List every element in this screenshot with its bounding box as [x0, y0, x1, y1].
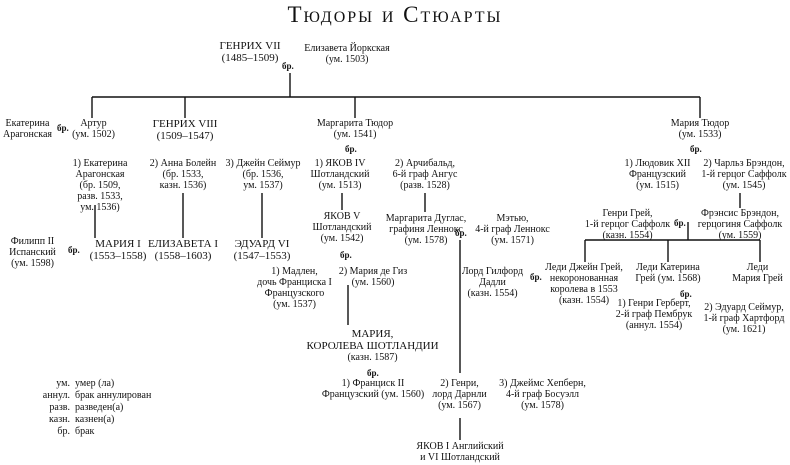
- marriage-mark: бр.: [282, 61, 294, 71]
- person-archibald: 2) Арчибальд,6-й граф Ангус(разв. 1528): [392, 158, 458, 191]
- page-title: Тюдоры и Стюарты: [287, 2, 503, 27]
- marriage-mark: бр.: [68, 245, 80, 255]
- legend-text: умер (ла): [75, 378, 115, 389]
- person-mary1: МАРИЯ I(1553–1558): [89, 238, 147, 262]
- person-margaret-douglas: Маргарита Дуглас,графиня Леннокс(ум. 157…: [385, 213, 467, 246]
- marriage-mark: бр.: [680, 289, 692, 299]
- marriage-mark: бр.: [57, 123, 69, 133]
- person-edward-seymour: 2) Эдуард Сеймур,1-й граф Хартфорд(ум. 1…: [703, 302, 785, 335]
- person-matthew-lennox: Мэтью,4-й граф Леннокс(ум. 1571): [475, 213, 550, 246]
- legend-text: казнен(а): [75, 414, 115, 425]
- person-mary-guise: 2) Мария де Гиз(ум. 1560): [338, 266, 408, 288]
- legend-text: брак: [75, 426, 95, 437]
- marriage-mark: бр.: [530, 272, 542, 282]
- person-mary-queen-of-scots: МАРИЯ,КОРОЛЕВА ШОТЛАНДИИ(казн. 1587): [306, 328, 439, 363]
- person-mary-tudor: Мария Тюдор(ум. 1533): [670, 118, 730, 140]
- marriage-mark: бр.: [674, 218, 686, 228]
- legend-abbr: казн.: [49, 414, 70, 425]
- person-henry-herbert: 1) Генри Герберт,2-й граф Пембрук(аннул.…: [615, 298, 693, 331]
- legend-text: брак аннулирован: [75, 390, 152, 401]
- person-bothwell: 3) Джеймс Хепберн,4-й граф Босуэлл(ум. 1…: [499, 378, 586, 411]
- marriage-mark: бр.: [690, 144, 702, 154]
- legend-abbr: аннул.: [42, 390, 70, 401]
- marriage-mark: бр.: [455, 228, 467, 238]
- person-elizabeth1: ЕЛИЗАВЕТА I(1558–1603): [147, 238, 219, 262]
- legend-text: разведен(а): [75, 402, 124, 413]
- person-charles-brandon: 2) Чарльз Брэндон,1-й герцог Саффолк(ум.…: [701, 158, 787, 191]
- person-darnley: 2) Генри,лорд Дарнли(ум. 1567): [432, 378, 487, 411]
- legend-abbr: разв.: [49, 402, 70, 413]
- person-elizabeth-york: Елизавета Йоркская(ум. 1503): [304, 43, 390, 65]
- person-henry7: ГЕНРИХ VII(1485–1509): [219, 40, 281, 64]
- person-edward6: ЭДУАРД VI(1547–1553): [233, 238, 291, 262]
- legend-abbr: бр.: [57, 426, 70, 437]
- person-arthur: Артур(ум. 1502): [72, 118, 115, 140]
- legend-abbr: ум.: [56, 378, 70, 389]
- marriage-mark: бр.: [345, 144, 357, 154]
- person-h8-wife-jane-seymour: 3) Джейн Сеймур(бр. 1536,ум. 1537): [225, 158, 301, 191]
- person-henry8: ГЕНРИХ VIII(1509–1547): [152, 118, 218, 142]
- person-frances-brandon: Фрэнсис Брэндон,герцогиня Саффолк(ум. 15…: [697, 208, 783, 241]
- marriage-mark: бр.: [340, 250, 352, 260]
- person-henry-grey: Генри Грей,1-й герцог Саффолк(казн. 1554…: [584, 208, 671, 241]
- person-h8-wife-anne-boleyn: 2) Анна Болейн(бр. 1533,казн. 1536): [149, 158, 217, 191]
- marriage-mark: бр.: [367, 368, 379, 378]
- person-margaret-tudor: Маргарита Тюдор(ум. 1541): [316, 118, 394, 140]
